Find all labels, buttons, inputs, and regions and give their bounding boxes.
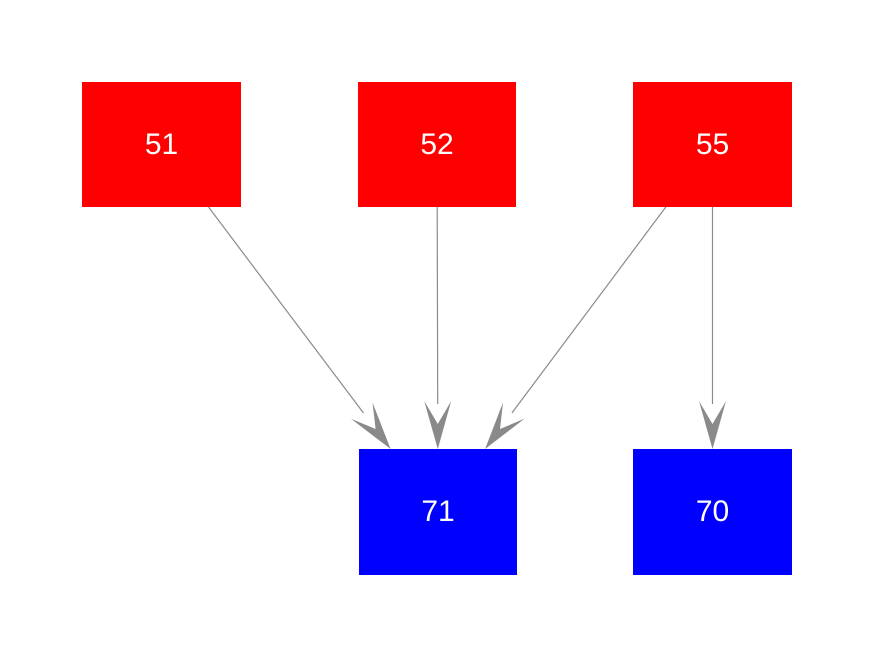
node-label-52: 52 <box>420 127 454 161</box>
node-70: 70 <box>633 449 792 575</box>
node-label-55: 55 <box>695 127 730 161</box>
node-label-70: 70 <box>695 495 730 528</box>
node-label-71: 71 <box>421 495 455 528</box>
node-55: 55 <box>633 82 792 207</box>
edge-line-52-71 <box>436 206 439 405</box>
edge-line-51-71 <box>208 206 364 414</box>
node-71: 71 <box>359 449 517 575</box>
arrowhead-icon <box>485 402 525 449</box>
edge-line-55-71 <box>511 206 667 414</box>
node-label-51: 51 <box>144 127 179 161</box>
arrowhead-icon <box>424 401 452 449</box>
node-51: 51 <box>82 82 241 207</box>
arrowhead-icon <box>699 401 726 449</box>
node-52: 52 <box>358 82 516 207</box>
arrowhead-icon <box>351 402 391 449</box>
